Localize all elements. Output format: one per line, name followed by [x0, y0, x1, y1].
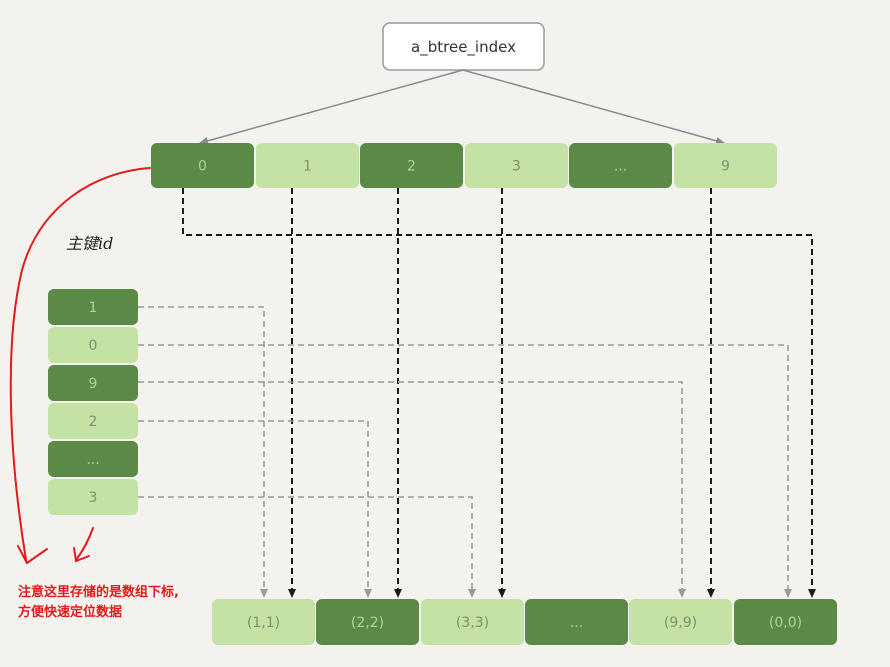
index-cell: 3: [465, 143, 568, 188]
annotation-arrowhead-right: [73, 527, 94, 563]
index-cell-label: 9: [721, 159, 730, 175]
index-cell-label: 0: [198, 159, 207, 175]
pk-id-column: 1 0 9 2... 3: [48, 289, 138, 515]
data-cell-label: (9,9): [664, 615, 697, 631]
pk-pointer-1: [138, 306, 268, 598]
index-cell-label: 3: [512, 159, 521, 175]
index-cell: ...: [569, 143, 672, 188]
index-array: 0 1 2 3... 9: [151, 143, 777, 188]
data-cell-label: ...: [570, 615, 583, 631]
data-cell: (3,3): [421, 599, 524, 645]
annotation-note-line1: 注意这里存储的是数组下标,: [18, 584, 179, 600]
pk-id-cell-label: 2: [89, 414, 98, 430]
index-cell: 2: [360, 143, 463, 188]
pk-id-cell-label: 3: [89, 490, 98, 506]
annotation-note-line2: 方便快速定位数据: [18, 604, 122, 620]
index-cell: 9: [674, 143, 777, 188]
data-cell: (0,0): [734, 599, 837, 645]
pk-pointer-9: [138, 381, 686, 598]
data-cell: (1,1): [212, 599, 315, 645]
data-cell-label: (1,1): [247, 615, 280, 631]
pk-id-cell: 2: [48, 403, 138, 439]
pk-to-data-pointers: [138, 306, 792, 598]
pk-id-cell: ...: [48, 441, 138, 477]
pk-pointer-3: [138, 496, 476, 598]
data-cell: (2,2): [316, 599, 419, 645]
index-cell-label: 1: [303, 159, 312, 175]
annotation-curve: [9, 167, 151, 561]
index-to-data-pointers: [182, 188, 816, 598]
root-node: a_btree_index: [382, 22, 545, 71]
pk-id-label: 主键id: [66, 234, 113, 253]
data-cell-label: (3,3): [456, 615, 489, 631]
pk-id-cell: 3: [48, 479, 138, 515]
data-cell: ...: [525, 599, 628, 645]
pk-id-cell: 0: [48, 327, 138, 363]
root-node-label: a_btree_index: [411, 38, 516, 57]
pk-id-cell: 1: [48, 289, 138, 325]
pk-pointer-2: [138, 420, 372, 598]
index-cell: 0: [151, 143, 254, 188]
annotation-note: 注意这里存储的是数组下标, 方便快速定位数据: [18, 584, 179, 620]
pk-pointer-0: [138, 344, 792, 598]
annotation-marks: [9, 167, 151, 565]
data-cell: (9,9): [629, 599, 732, 645]
pk-id-cell: 9: [48, 365, 138, 401]
pk-id-cell-label: 0: [89, 338, 98, 354]
data-cell-label: (0,0): [769, 615, 802, 631]
index-cell-label: 2: [407, 159, 416, 175]
pk-id-cell-label: 1: [89, 300, 98, 316]
data-cell-label: (2,2): [351, 615, 384, 631]
pk-id-cell-label: 9: [89, 376, 98, 392]
index-cell-label: ...: [614, 159, 627, 175]
pointer-index-0: [182, 188, 816, 598]
root-branches: [199, 69, 725, 145]
index-cell: 1: [256, 143, 359, 188]
pk-id-cell-label: ...: [86, 452, 99, 468]
annotation-arrowhead-left: [17, 545, 48, 565]
data-row-array: (1,1) (2,2) (3,3)... (9,9) (0,0): [212, 599, 837, 645]
